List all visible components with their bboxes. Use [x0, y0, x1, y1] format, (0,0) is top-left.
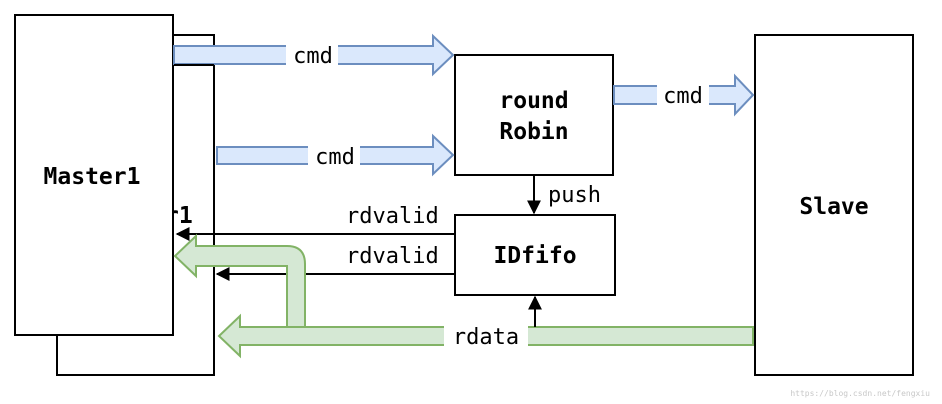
round-robin-label-line1: round [499, 88, 568, 114]
cmd-label-bg-right [657, 82, 709, 108]
master1-block [14, 14, 174, 336]
idfifo-block [454, 214, 616, 296]
cmd-label-bg-top [286, 42, 338, 68]
slave-block [754, 34, 914, 376]
push-label: push [548, 183, 601, 208]
round-robin-label-line2: Robin [499, 119, 568, 145]
round-robin-block [454, 54, 614, 176]
rdvalid-label-top: rdvalid [346, 204, 439, 229]
watermark: https://blog.csdn.net/fengxiu [790, 389, 930, 398]
master1-label: Master1 [44, 164, 141, 190]
rdata-arrow-to-master1 [173, 233, 306, 328]
slave-label: Slave [799, 194, 868, 220]
cmd-label-right: cmd [663, 84, 703, 109]
rdata-label: rdata [453, 325, 519, 350]
cmd-label-mid: cmd [315, 145, 355, 170]
rdvalid-label-bottom: rdvalid [346, 244, 439, 269]
cmd-label-top: cmd [293, 44, 333, 69]
rdata-label-bg [444, 323, 528, 351]
cmd-label-bg-mid [308, 143, 360, 169]
idfifo-label: IDfifo [493, 243, 576, 269]
